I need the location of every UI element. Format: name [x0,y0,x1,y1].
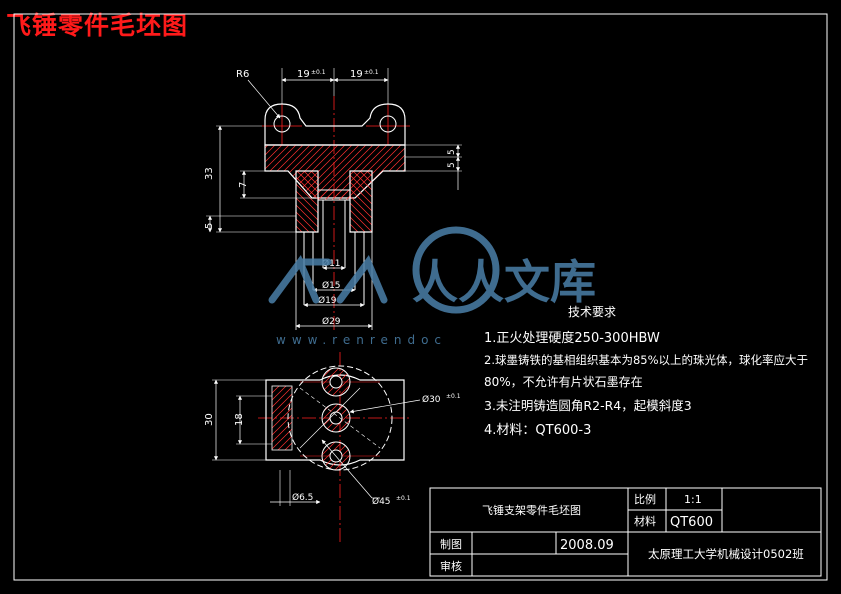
title-block [429,487,822,577]
dim-19-right-tol: ±0.1 [364,69,379,76]
tb-date: 2008.09 [560,538,614,553]
hub-inner-wall [317,189,351,201]
tb-material-label: 材料 [634,514,656,528]
sheet-border [13,13,828,581]
dim-19-right: 19 [350,69,363,80]
dim-d29: Ø29 [322,316,341,327]
watermark-brand: 人人文库 [412,255,596,309]
ear-outline [264,103,406,146]
tb-drawn-label: 制图 [440,538,462,551]
dim-7: 7 [238,182,249,188]
dim-d15: Ø15 [322,280,341,291]
tech-item-2: 2.球墨铸铁的基相组织基本为85%以上的珠光体，球化率应大于 [484,353,808,367]
dim-d11: Ø11 [322,258,341,269]
dim-5-lower: 5 [447,162,457,168]
dim-19-left: 19 [297,69,310,80]
dim-33: 33 [204,167,215,180]
tech-item-5: 4.材料：QT600-3 [484,423,591,438]
dim-18: 18 [234,413,245,426]
tb-org: 太原理工大学机械设计0502班 [648,547,804,561]
watermark: 人人文库 www.renrendoc [268,226,596,347]
outer-circle [287,365,393,471]
dim-5: 5 [204,223,215,229]
watermark-url: www.renrendoc [276,333,447,347]
dim-d19: Ø19 [318,295,337,306]
tech-item-1: 1.正火处理硬度250-300HBW [484,330,660,346]
tech-requirements: 技术要求 1.正火处理硬度250-300HBW 2.球墨铸铁的基相组织基本为85… [484,305,808,438]
watermark-ring [412,226,500,314]
tech-heading: 技术要求 [568,305,616,319]
dim-r6: R6 [236,69,249,80]
dim-5-upper: 5 [447,149,457,155]
front-view: Ø11 Ø15 Ø19 Ø29 19 ±0.1 19 ±0.1 R6 33 [204,68,462,330]
hub-right-wall [349,170,373,233]
dim-d30-tol: ±0.1 [446,393,461,400]
tb-scale-value: 1:1 [684,493,702,506]
dim-d45-tol: ±0.1 [396,495,411,502]
dim-30: 30 [204,413,215,426]
page-title: 飞锤零件毛坯图 [6,11,189,40]
dim-19-left-tol: ±0.1 [311,69,326,76]
base-pocket [271,385,293,451]
top-view: 30 18 Ø30 ±0.1 Ø6.5 Ø45 ±0.1 [204,352,461,545]
tech-item-4: 3.未注明铸造圆角R2-R4，起模斜度3 [484,398,692,413]
watermark-logo-ren2 [336,254,388,304]
tech-item-3: 80%，不允许有片状石墨存在 [484,374,643,389]
tb-drawing-name: 飞锤支架零件毛坯图 [482,503,581,517]
ear-hole-left [273,115,291,133]
ear-hole-right [379,115,397,133]
tb-checked-label: 审核 [440,559,462,573]
hub-left-wall [295,170,319,233]
boss-top-hole [329,375,343,389]
watermark-logo-ren [268,254,332,304]
tb-scale-label: 比例 [634,492,656,506]
tb-material-value: QT600 [670,515,713,530]
dim-d65: Ø6.5 [292,492,313,503]
dim-d30: Ø30 [422,394,441,405]
dim-d45: Ø45 [372,496,391,507]
